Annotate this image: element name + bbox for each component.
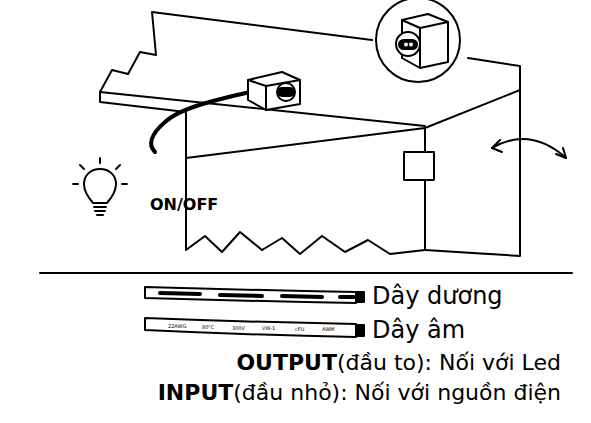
shelf-thickness	[100, 92, 186, 112]
wire-label: Dây âm	[372, 318, 465, 342]
bulb-rays	[73, 158, 127, 184]
wire-print: 22AWG	[168, 324, 186, 329]
magnet-sticker	[404, 152, 434, 180]
wire-print: 80°C	[202, 325, 214, 330]
wire-print: cFU	[295, 327, 304, 332]
bulb	[84, 169, 116, 203]
instruction-line: OUTPUT(đầu to): Nối với Led	[236, 352, 561, 374]
positive-wire	[145, 287, 356, 303]
panel-bottom	[262, 236, 425, 254]
terminal-name: OUTPUT	[236, 352, 337, 374]
swing-arrow	[492, 139, 566, 158]
wire-print: 300V	[232, 326, 245, 331]
sensor-edges	[248, 80, 300, 110]
positive-terminal	[356, 292, 364, 302]
sensor-switch	[278, 88, 294, 96]
switch-label: ON/OFF	[150, 197, 218, 213]
positive-stripe	[160, 293, 354, 297]
inset-face	[396, 32, 420, 56]
inset-switch	[399, 40, 417, 49]
terminal-note: (đầu to): Nối với Led	[337, 352, 561, 374]
arrow-heads	[492, 140, 566, 158]
negative-wire	[145, 318, 356, 337]
sensor-cable	[151, 92, 250, 152]
shelf-edge	[100, 12, 372, 92]
sensor-face	[277, 83, 295, 101]
terminal-note: (đầu nhỏ): Nối với nguồn điện	[233, 382, 561, 404]
side-panel	[186, 112, 262, 252]
back-panel	[186, 128, 425, 250]
sensor-body	[248, 72, 300, 110]
shelf-right-edge	[468, 58, 520, 90]
terminal-name: INPUT	[158, 382, 234, 404]
bulb-base	[94, 207, 106, 215]
negative-terminal	[356, 325, 364, 336]
wire-print: VW-1	[262, 326, 275, 331]
wire-print: AWM	[322, 327, 334, 332]
instruction-line: INPUT(đầu nhỏ): Nối với nguồn điện	[158, 382, 561, 404]
inset-circle	[376, 0, 460, 82]
door	[425, 90, 520, 256]
divider	[40, 272, 572, 274]
wire-label: Dây dương	[372, 284, 503, 308]
